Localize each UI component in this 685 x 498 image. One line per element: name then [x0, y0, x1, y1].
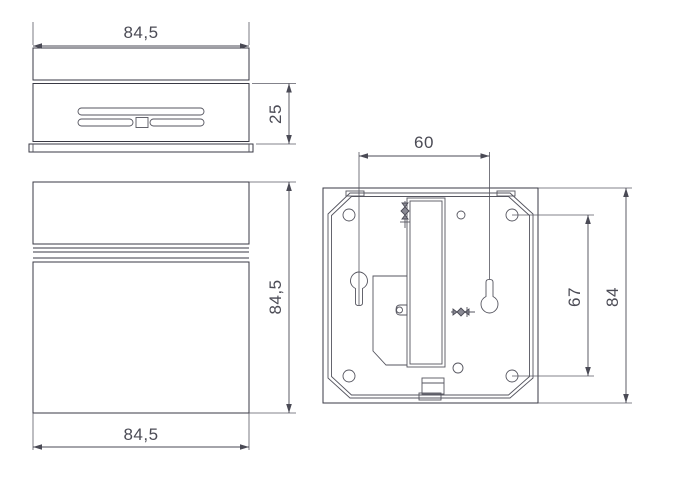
- front-view-lower-panel: [33, 262, 249, 413]
- dimension-hole-spacing-vertical: 67: [512, 214, 594, 377]
- arrowhead-top: [585, 215, 591, 224]
- top-rail-notch-right: [496, 190, 516, 197]
- dimension-hole-spacing-vertical-label: 67: [565, 287, 584, 307]
- terminal-block-inner: [409, 200, 443, 365]
- dimension-front-height-label: 84,5: [266, 279, 285, 314]
- dimension-plate-height: 84: [538, 187, 632, 404]
- arrowhead-bottom: [286, 404, 292, 413]
- latch-boss: [395, 304, 408, 316]
- vent-slot-lower-right: [149, 118, 205, 127]
- dimension-top-width-label: 84,5: [123, 23, 158, 42]
- latch-boss-hole: [396, 306, 403, 314]
- orientation-symbol-horizontal-diamond: [456, 307, 466, 317]
- top-view-lower-body: [33, 84, 249, 142]
- screw-hole-top-left: [342, 208, 356, 222]
- dimension-front-width: 84,5: [32, 413, 250, 450]
- orientation-symbol-horizontal: [451, 307, 475, 317]
- back-plate-outline: [323, 188, 538, 403]
- arrowhead-right: [240, 444, 249, 450]
- top-view-upper-body: [33, 48, 249, 80]
- arrowhead-bottom: [286, 135, 292, 144]
- terminal-block-outer: [406, 197, 446, 368]
- small-hole-upper: [456, 210, 466, 220]
- dimension-front-width-label: 84,5: [123, 425, 158, 444]
- dimension-top-width: 84,5: [32, 22, 250, 49]
- back-plate-octagon-inner: [331, 196, 530, 396]
- internal-bracket: [372, 275, 407, 366]
- vent-slot-lower-left: [77, 118, 134, 127]
- orientation-symbol-vertical-arrow-bottom: [401, 214, 409, 220]
- arrowhead-left: [33, 444, 42, 450]
- orientation-symbol-vertical-diamond: [400, 206, 410, 216]
- keyhole-slot-right: [480, 278, 499, 314]
- dimension-top-height-label: 25: [266, 104, 285, 124]
- arrowhead-left: [33, 43, 42, 49]
- arrowhead-bottom: [623, 394, 629, 403]
- front-view-upper-panel: [33, 182, 249, 244]
- arrowhead-bottom: [585, 367, 591, 376]
- dimension-top-height: 25: [252, 83, 296, 145]
- vent-slot-upper: [77, 107, 205, 116]
- dimension-plate-height-label: 84: [603, 287, 622, 307]
- orientation-symbol-vertical-arrow-top: [401, 202, 409, 208]
- front-view: [33, 182, 249, 413]
- dimension-hole-spacing-horizontal-label: 60: [414, 133, 434, 152]
- arrowhead-right: [480, 153, 490, 159]
- arrowhead-top: [286, 83, 292, 93]
- back-plate-view: [323, 188, 538, 403]
- bottom-center-tab: [418, 392, 442, 401]
- top-rail-notch-left: [345, 190, 365, 197]
- orientation-symbol-vertical: [400, 201, 410, 228]
- orientation-symbol-horizontal-arrow-left: [452, 308, 458, 316]
- back-plate-octagon-outer: [327, 192, 534, 399]
- arrowhead-left: [359, 153, 368, 159]
- dimension-hole-spacing-horizontal: 60: [358, 133, 490, 305]
- vent-center-tab: [135, 117, 149, 128]
- arrowhead-right: [240, 43, 249, 49]
- arrowhead-top: [623, 188, 629, 197]
- screw-hole-bottom-left: [342, 369, 356, 383]
- dimension-front-height: 84,5: [249, 181, 296, 414]
- top-view: [29, 48, 253, 152]
- top-view-base-lip: [29, 144, 253, 152]
- small-hole-lower: [452, 362, 464, 374]
- bottom-release-tab: [421, 377, 445, 395]
- arrowhead-top: [286, 182, 292, 191]
